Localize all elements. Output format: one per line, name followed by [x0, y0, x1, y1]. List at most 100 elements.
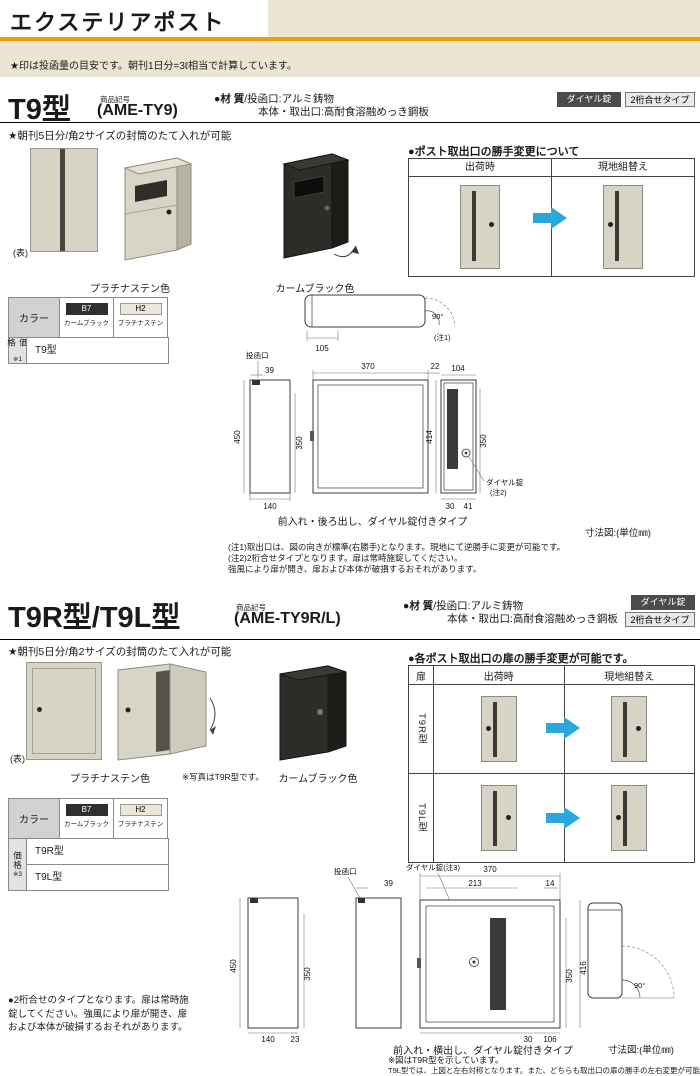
- handing-row-t9r: T9R型: [409, 684, 433, 773]
- photo-model-note: ※写真はT9R型です。: [182, 772, 264, 782]
- dim-23: 23: [291, 1035, 300, 1044]
- product-code-label-t9rl: 商品記号: [236, 603, 266, 612]
- front-view-label-t9rl: (表): [10, 754, 25, 764]
- color-label-black-t9rl: カームブラック色: [278, 774, 358, 785]
- post-knob: [505, 814, 511, 820]
- color-label-platinum-t9rl: プラチナステン色: [70, 774, 150, 785]
- model-name-t9rl: T9R型/T9L型: [8, 602, 181, 634]
- post-thumb: [480, 696, 517, 762]
- color-cell-b7: B7 カームブラック: [59, 297, 114, 338]
- dim-30: 30: [524, 1035, 533, 1044]
- dial-lock-label: ダイヤル錠: [486, 477, 524, 487]
- color-header-cell: カラー: [8, 798, 60, 839]
- price-note: ※3: [12, 871, 23, 878]
- post-3d-shape-black2: [279, 665, 347, 761]
- dim-370: 370: [361, 362, 375, 371]
- rear-view: 104 414 350 30 41 ダイヤル錠 (注2): [425, 364, 524, 511]
- handing-header-row: 出荷時 現地組替え: [409, 159, 694, 177]
- footnote-line: 錠してください。強風により扉が開き、扉: [8, 1008, 188, 1020]
- color-cell-b7: B7 カームブラック: [59, 798, 114, 839]
- header-band-top: [0, 0, 700, 37]
- photo-t9-front-platinum: [30, 148, 98, 252]
- handing-cell-t9r-onsite: [563, 684, 694, 773]
- note1-ref: (注1): [434, 332, 451, 342]
- section-divider-t9rl: [0, 639, 700, 640]
- post-thumb: [611, 785, 648, 851]
- handing-body-row: [409, 177, 694, 276]
- post-knob: [616, 814, 622, 820]
- tag-dial-lock-t9: ダイヤル錠: [557, 92, 621, 107]
- color-row: カラー B7 カームブラック H2 プラチナステン: [8, 798, 169, 839]
- handing-cell-t9l-shipped: [433, 773, 564, 862]
- swatch-b7: B7: [65, 804, 108, 816]
- title-underline: [0, 37, 700, 41]
- footnote-line: (注1)取出口は、図の向きが標準(右勝手)となります。現地にて逆勝手に変更が可能…: [228, 542, 566, 552]
- dim-450: 450: [229, 959, 238, 973]
- dim-370: 370: [483, 865, 497, 874]
- color-header-cell: カラー: [8, 297, 60, 338]
- dim-350-rear: 350: [479, 434, 488, 448]
- photo-t9-angled-platinum: [123, 157, 193, 261]
- post-slot: [492, 791, 497, 847]
- color-cell-h2: H2 プラチナステン: [113, 297, 168, 338]
- photo-t9rl-front-platinum: [26, 662, 102, 760]
- post-thumb-shipped: [460, 184, 500, 269]
- dim-22: 22: [431, 362, 440, 371]
- footnote-line: ●2桁合せのタイプとなります。扉は常時施: [8, 995, 189, 1006]
- footnotes-t9rl: ●2桁合せのタイプとなります。扉は常時施 錠してください。強風により扉が開き、扉…: [8, 994, 223, 1035]
- material-slot-t9: /投函口:アルミ鋳物: [244, 93, 334, 105]
- post-slot: [623, 702, 628, 758]
- handing-cell-t9r-shipped: [433, 684, 564, 773]
- unit-note-t9rl: 寸法図:(単位㎜): [608, 1045, 674, 1056]
- volume-note: ★印は投函量の目安です。朝刊1日分=3ℓ相当で計算しています。: [10, 61, 297, 72]
- material-line1-t9: ●材 質/投函口:アルミ鋳物: [214, 91, 334, 106]
- dim-140: 140: [263, 502, 277, 511]
- handing-cell-shipped: [409, 177, 551, 276]
- dial-lock-note: (注2): [490, 487, 507, 497]
- post-3d-shape-black: [282, 153, 359, 259]
- price-model-cells: T9R型 T9L型: [26, 838, 169, 891]
- tag-2digit-t9: 2桁合せタイプ: [625, 92, 695, 107]
- feature-note-t9: ★朝刊5日分/角2サイズの封筒のたて入れが可能: [8, 130, 232, 142]
- photo-t9rl-open-door-platinum: [117, 663, 216, 761]
- post-thumb-onsite: [603, 184, 643, 269]
- post-slot: [623, 791, 628, 847]
- handing-arrow-icon: [546, 717, 580, 739]
- handing-col-onsite: 現地組替え: [551, 159, 694, 176]
- material-line2-t9: 本体・取出口:高耐食溶融めっき鋼板: [258, 106, 429, 118]
- price-note: ※1: [12, 356, 23, 363]
- price-model-t9r: T9R型: [26, 838, 169, 865]
- dim-416: 416: [579, 961, 588, 975]
- material-slot-t9rl: /投函口:アルミ鋳物: [433, 600, 523, 612]
- price-label-cell: 価格 ※3: [8, 838, 27, 891]
- handing-cell-t9l-onsite: [563, 773, 694, 862]
- color-name-h2: プラチナステン: [117, 821, 164, 828]
- handing-title-t9rl: ●各ポスト取出口の扉の勝手変更が可能です。: [408, 653, 634, 665]
- photo-t9-angled-black: [282, 153, 359, 259]
- handing-col-onsite: 現地組替え: [563, 666, 695, 684]
- dim-350-side: 350: [303, 967, 312, 981]
- post-knob: [37, 707, 42, 713]
- slot-profile-view: 投函口 39: [334, 866, 402, 1029]
- footnote-line: (注2)2桁合せタイプとなります。扉は常時施錠してください。: [228, 553, 463, 563]
- dim-104: 104: [451, 364, 465, 373]
- price-model-t9l: T9L型: [26, 864, 169, 891]
- price-label-cell: 価格 ※1: [7, 337, 29, 364]
- dim-140: 140: [261, 1035, 275, 1044]
- color-label-black-t9: カームブラック色: [275, 284, 355, 295]
- photo-t9rl-angled-black: [279, 665, 347, 761]
- dim-90deg: 90°: [432, 312, 443, 321]
- post-knob: [489, 222, 494, 228]
- footnotes-t9: (注1)取出口は、図の向きが標準(右勝手)となります。現地にて逆勝手に変更が可能…: [228, 542, 565, 575]
- swatch-h2: H2: [119, 804, 162, 816]
- material-line2-t9rl: 本体・取出口:高耐食溶融めっき鋼板: [447, 613, 618, 625]
- color-price-table-t9rl: カラー B7 カームブラック H2 プラチナステン 価格 ※3 T9R型 T9L…: [8, 798, 169, 891]
- tag-2digit-t9rl: 2桁合せタイプ: [625, 612, 695, 627]
- side-view: 39 450 350 140: [233, 366, 304, 511]
- post-open-door-shape: [117, 663, 216, 761]
- front-view-label-t9: (表): [13, 248, 28, 258]
- price-model-t9: T9型: [26, 337, 169, 364]
- color-cell-h2: H2 プラチナステン: [113, 798, 168, 839]
- color-name-b7: カームブラック: [64, 320, 109, 327]
